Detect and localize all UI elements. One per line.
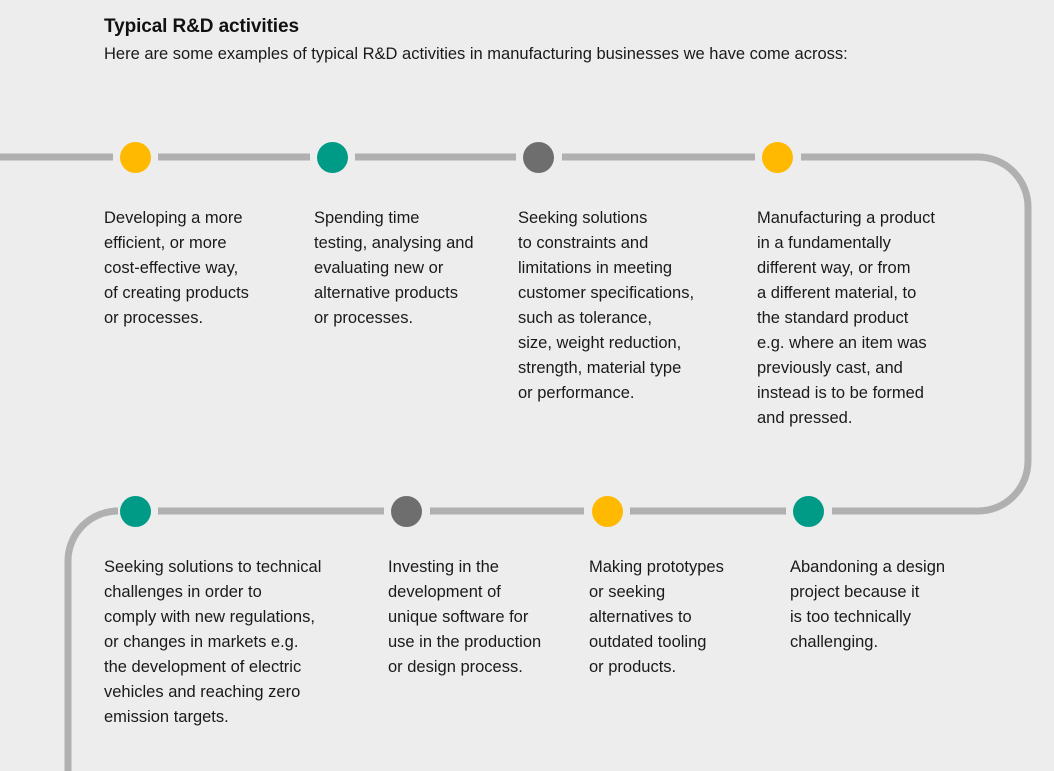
- timeline-item-text-4: Manufacturing a product in a fundamental…: [757, 209, 935, 427]
- page-title: Typical R&D activities: [104, 16, 299, 37]
- timeline-node-marker-7[interactable]: [592, 496, 623, 527]
- header: Typical R&D activities Here are some exa…: [104, 14, 904, 67]
- timeline-item-text-2: Spending time testing, analysing and eva…: [314, 209, 474, 327]
- timeline-node-marker-6[interactable]: [391, 496, 422, 527]
- timeline-item-text-1: Developing a more efficient, or more cos…: [104, 209, 249, 327]
- timeline-node-marker-2[interactable]: [317, 142, 348, 173]
- page-subtitle: Here are some examples of typical R&D ac…: [104, 45, 848, 63]
- timeline-node-marker-8[interactable]: [793, 496, 824, 527]
- timeline-node-marker-5[interactable]: [120, 496, 151, 527]
- timeline-node-marker-3[interactable]: [523, 142, 554, 173]
- timeline-node-marker-1[interactable]: [120, 142, 151, 173]
- timeline-item-text-8: Abandoning a design project because it i…: [790, 558, 946, 651]
- timeline-node-marker-4[interactable]: [762, 142, 793, 173]
- timeline-item-text-6: Investing in the development of unique s…: [388, 558, 542, 676]
- timeline-item-text-3: Seeking solutions to constraints and lim…: [518, 209, 695, 402]
- timeline-item-text-5: Seeking solutions to technical challenge…: [104, 558, 322, 726]
- timeline-item-text-7: Making prototypes or seeking alternative…: [589, 558, 724, 676]
